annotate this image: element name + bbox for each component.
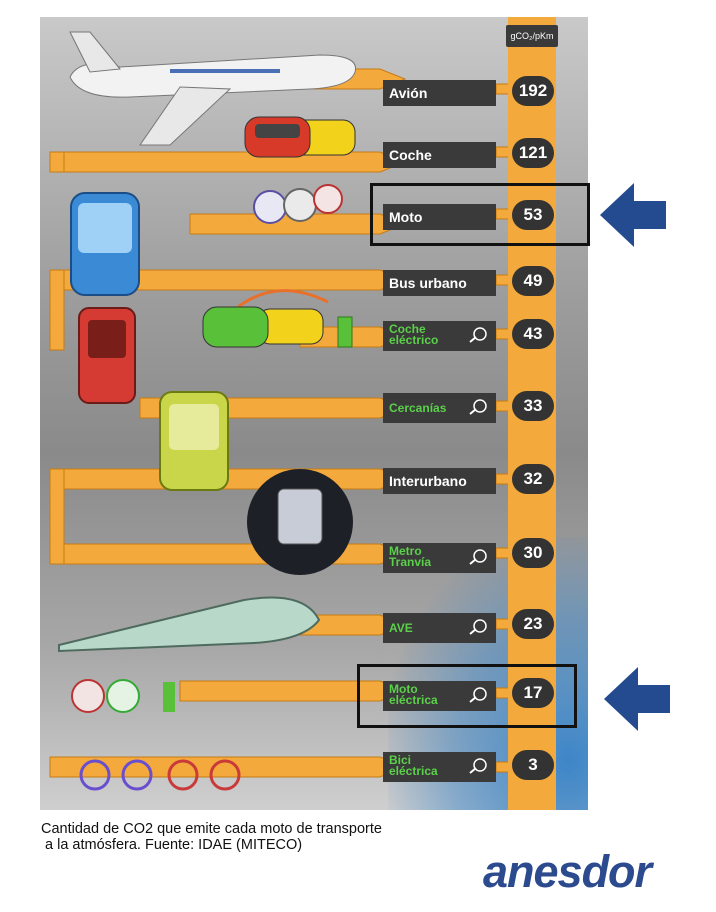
value-coche-electrico: 43 (512, 319, 554, 349)
plug-icon (469, 399, 487, 415)
unit-label: gCO₂/pKm (506, 25, 558, 47)
value-metro-tranvia: 30 (512, 538, 554, 568)
value-interurbano: 32 (512, 464, 554, 494)
value-avion: 192 (512, 76, 554, 106)
highlight-moto-electrica (357, 664, 577, 728)
electric-motorbike-icon (71, 679, 175, 713)
value-moto-electrica: 17 (512, 678, 554, 708)
caption-line-1: Cantidad de CO2 que emite cada moto de t… (41, 821, 382, 837)
label-coche: Coche (383, 142, 496, 168)
anesdor-logo: anesdor (483, 846, 652, 897)
tram-icon (78, 307, 136, 404)
airplane-icon (69, 31, 357, 146)
intercity-train-icon (247, 469, 353, 575)
label-cercanias: Cercanías (383, 393, 496, 423)
label-ave: AVE (383, 613, 496, 643)
caption-line-2: a la atmósfera. Fuente: IDAE (MITECO) (41, 837, 303, 853)
label-avion: Avión (383, 80, 496, 106)
caption: Cantidad de CO2 que emite cada moto de t… (41, 821, 511, 853)
plug-icon (469, 619, 487, 635)
label-bus-urbano: Bus urbano (383, 270, 496, 296)
value-bus-urbano: 49 (512, 266, 554, 296)
car-icon (244, 116, 356, 158)
commuter-train-icon (159, 391, 229, 491)
plug-icon (469, 687, 487, 703)
value-bici-electrica: 3 (512, 750, 554, 780)
plug-icon (469, 549, 487, 565)
motorbike-icon (253, 184, 343, 224)
left-arrow-icon (604, 667, 670, 731)
bus-icon (70, 192, 140, 296)
value-ave: 23 (512, 609, 554, 639)
left-arrow-icon (600, 183, 666, 247)
label-interurbano: Interurbano (383, 468, 496, 494)
value-moto: 53 (512, 200, 554, 230)
plug-icon (469, 758, 487, 774)
co2-infographic: gCO₂/pKm (40, 17, 588, 810)
electric-car-icon (202, 289, 353, 348)
highlight-moto (370, 183, 590, 246)
value-coche: 121 (512, 138, 554, 168)
value-cercanias: 33 (512, 391, 554, 421)
high-speed-train-icon (58, 596, 321, 653)
label-moto: Moto (383, 204, 496, 230)
electric-bike-icon (79, 759, 241, 791)
plug-icon (469, 327, 487, 343)
